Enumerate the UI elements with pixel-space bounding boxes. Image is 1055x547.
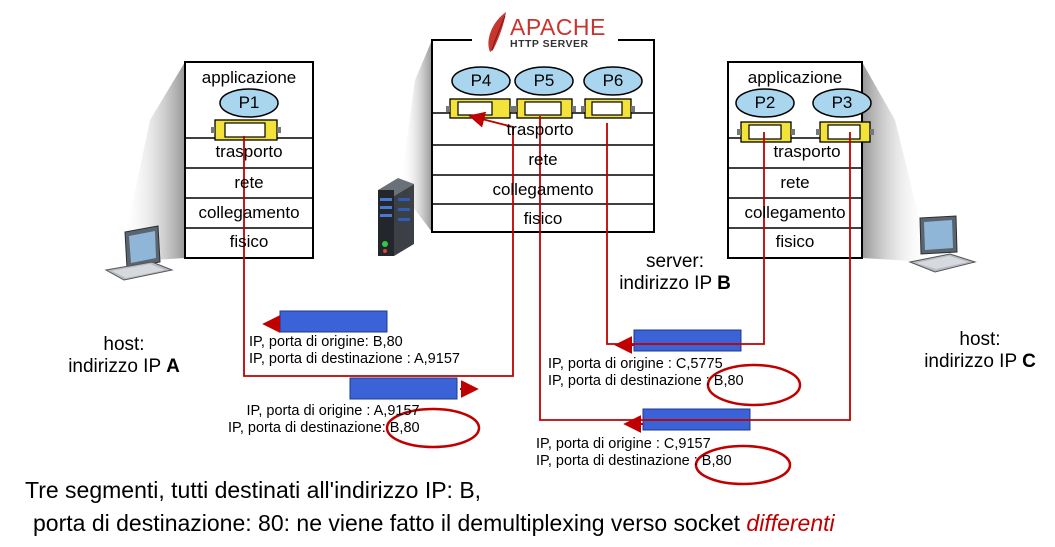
caption-line-1: Tre segmenti, tutti destinati all'indiri… (25, 477, 482, 503)
server-tower-icon (378, 178, 414, 256)
host-a-layer-transport: trasporto (215, 142, 283, 161)
host-c-layer-network: rete (780, 173, 810, 192)
segment-4-src: IP, porta di origine : C,9157 (536, 436, 711, 452)
segment-1-src: IP, porta di origine: B,80 (249, 334, 403, 350)
process-p5-label: P5 (533, 71, 555, 90)
highlight-circles (385, 363, 802, 486)
host-c-layer-transport: trasporto (773, 142, 841, 161)
caption-line-2-text: porta di destinazione: 80: ne viene fatt… (33, 510, 747, 536)
server-layer-link: collegamento (492, 180, 594, 199)
segment-box-2 (349, 377, 458, 400)
process-p1-shape (219, 88, 279, 118)
server-label: server: (645, 251, 705, 272)
host-c-caption: host: indirizzo IP C (910, 329, 1050, 373)
server-ip-letter: B (717, 273, 731, 294)
segment-box-3 (633, 329, 742, 352)
process-p2-label: P2 (754, 93, 776, 112)
segment-arrows (262, 315, 643, 433)
host-c-shade (862, 62, 930, 262)
caption-emphasis: differenti (746, 510, 835, 536)
server-caption: server: indirizzo IP B (600, 251, 750, 295)
host-c-ip-letter: C (1022, 351, 1036, 372)
process-ellipses (219, 66, 872, 118)
server-layer-network: rete (528, 150, 558, 169)
socket-p2 (737, 121, 795, 143)
host-a-layer-link: collegamento (198, 203, 300, 222)
process-p6-shape (583, 66, 643, 96)
host-a-shade (120, 62, 185, 262)
segment-boxes (279, 310, 751, 431)
host-a-label: host: (103, 334, 145, 355)
sockets (211, 98, 874, 143)
socket-p6 (581, 98, 635, 119)
server-ip-prefix: indirizzo IP (619, 273, 718, 294)
segment-1-dst: IP, porta di destinazione : A,9157 (249, 351, 460, 367)
host-c-layer-physical: fisico (775, 232, 815, 251)
host-c-layer-app: applicazione (747, 68, 843, 87)
server-ip: indirizzo IP B (600, 273, 750, 295)
host-c-label: host: (959, 329, 1001, 350)
process-p3-label: P3 (831, 93, 853, 112)
host-c-layer-link: collegamento (744, 203, 846, 222)
process-p1-label: P1 (238, 93, 260, 112)
process-p6-label: P6 (602, 71, 624, 90)
host-a-ip-letter: A (166, 356, 180, 377)
segment-1-text: IP, porta di origine: B,80 IP, porta di … (249, 334, 460, 368)
process-p4-shape (451, 66, 511, 96)
process-p3-shape (812, 88, 872, 118)
segment-4-dst: IP, porta di destinazione : B,80 (536, 453, 732, 469)
connection-paths (243, 111, 851, 421)
apache-logo-subtitle: HTTP SERVER (510, 38, 589, 50)
segment-2-src: IP, porta di origine : A,9157 (246, 403, 420, 419)
segment-2-dst: IP, porta di destinazione: B,80 (228, 420, 420, 436)
segment-3-text: IP, porta di origine : C,5775 IP, porta … (548, 356, 744, 390)
segment-3-src: IP, porta di origine : C,5775 (548, 356, 723, 372)
segment-3-dst: IP, porta di destinazione : B,80 (548, 373, 744, 389)
apache-feather-icon (488, 12, 506, 52)
socket-p3 (816, 121, 874, 143)
socket-p4 (446, 98, 514, 119)
server-layer-transport: trasporto (506, 120, 574, 139)
segment-box-1 (279, 310, 388, 333)
process-p5-shape (514, 66, 574, 96)
host-a-ip-prefix: indirizzo IP (68, 356, 167, 377)
process-p4-label: P4 (470, 71, 492, 90)
host-a-layer-app: applicazione (201, 68, 297, 87)
segment-2-text: IP, porta di origine : A,9157 IP, porta … (228, 403, 420, 437)
socket-p1 (211, 119, 281, 141)
host-a-ip: indirizzo IP A (54, 356, 194, 378)
computer-a-icon (104, 225, 174, 281)
apache-logo-text: APACHE (510, 14, 606, 40)
host-a-layer-network: rete (234, 173, 264, 192)
host-c-ip-prefix: indirizzo IP (924, 351, 1023, 372)
process-p2-shape (735, 88, 795, 118)
computer-c-icon (908, 215, 977, 273)
host-a-caption: host: indirizzo IP A (54, 334, 194, 378)
socket-p5 (513, 98, 576, 119)
server-layer-physical: fisico (523, 209, 563, 228)
host-c-ip: indirizzo IP C (910, 351, 1050, 373)
segment-4-text: IP, porta di origine : C,9157 IP, porta … (536, 436, 732, 470)
host-a-layer-physical: fisico (229, 232, 269, 251)
caption-line-2: porta di destinazione: 80: ne viene fatt… (33, 510, 835, 537)
